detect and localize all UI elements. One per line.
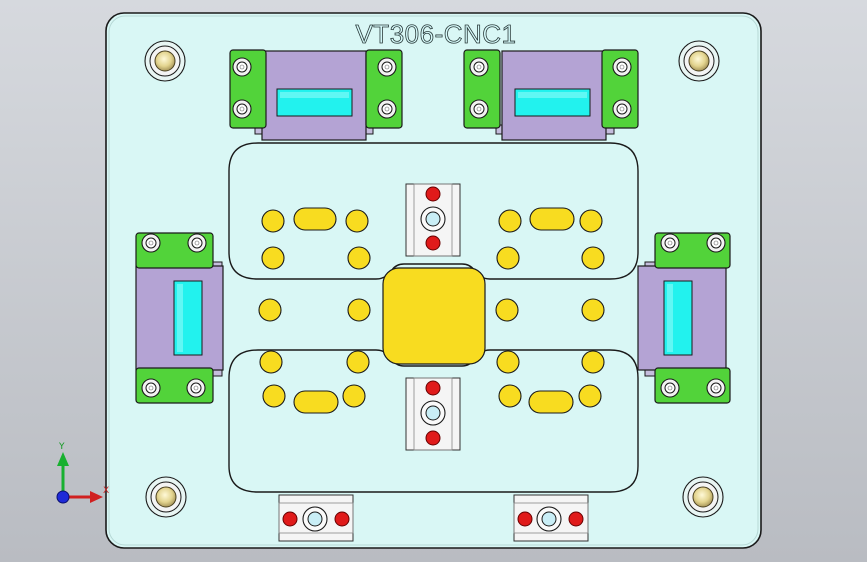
clamp-screw [660,378,680,398]
center-pad[interactable] [382,267,486,365]
support-pad-slot [293,207,337,231]
support-pad [496,350,520,374]
base-plate-edge [108,15,759,546]
support-pad [347,246,371,270]
mounting-bolts [144,40,724,518]
clamp-screw [141,233,161,253]
clamp-screw [706,378,726,398]
clamp-screws [141,57,726,398]
part-title: VT306-CNC1 [355,19,517,50]
clamp-screw [469,57,489,77]
clamp-screw [141,378,161,398]
locating-bushing [536,506,562,532]
clamp-screw [706,233,726,253]
mounting-bolt [144,40,186,82]
support-pad [258,298,282,322]
support-pad [347,298,371,322]
locating-pins [282,186,584,532]
clamp-screw [186,378,206,398]
support-pad [498,209,522,233]
clamp-screw [187,233,207,253]
mounting-bolt [145,476,187,518]
support-pad-slot [528,390,574,414]
support-pad [261,209,285,233]
support-pad [262,384,286,408]
support-pad [346,350,370,374]
clamp-assembly-top-right[interactable] [463,49,639,141]
support-pad [579,209,603,233]
clamp-assembly-left[interactable] [135,232,224,404]
clamp-screw [232,57,252,77]
support-pad [581,298,605,322]
clamp-screw [612,99,632,119]
support-pad [578,384,602,408]
support-pad-slot [293,390,339,414]
locating-pin [425,186,441,202]
locating-pin [425,430,441,446]
clamp-screw [612,57,632,77]
locating-pin [568,511,584,527]
support-pad [342,384,366,408]
locating-pin [334,511,350,527]
triad-x-label: X [103,486,110,496]
clamp-screw [377,57,397,77]
triad-y-label: Y [59,442,65,452]
clamp-screw [469,99,489,119]
locating-pin [425,380,441,396]
mounting-bolt [678,40,720,82]
clamp-screw [232,99,252,119]
locating-pin [425,235,441,251]
axis-triad [56,452,103,504]
clamp-assembly-top-left[interactable] [229,49,403,141]
support-pad [495,298,519,322]
clamp-screw [377,99,397,119]
locating-pin [517,511,533,527]
support-pad [496,246,520,270]
mounting-bolt [682,476,724,518]
support-pad [581,246,605,270]
clamp-screw [660,233,680,253]
upper-pocket-outline [228,142,639,280]
support-pad [345,209,369,233]
support-pad [261,246,285,270]
support-pads [258,207,605,414]
support-pad [581,350,605,374]
support-pad [259,350,283,374]
locating-pin [282,511,298,527]
locating-bushing [420,400,446,426]
support-pad [498,384,522,408]
support-pad-slot [529,207,575,231]
locating-bushing [420,206,446,232]
locating-bushing [302,506,328,532]
